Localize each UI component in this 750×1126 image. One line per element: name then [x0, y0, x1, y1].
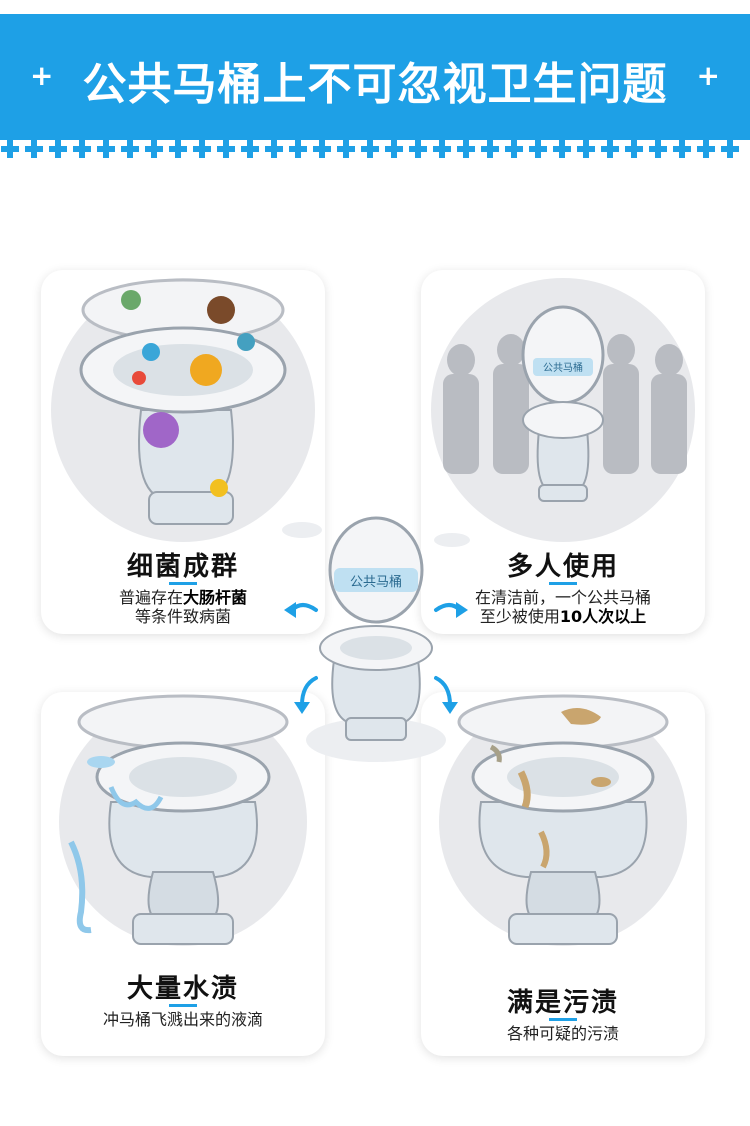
pattern-cross: [361, 140, 379, 158]
card-description: 冲马桶飞溅出来的液滴: [41, 1010, 325, 1029]
card-description: 在清洁前，一个公共马桶 至少被使用10人次以上: [421, 588, 705, 626]
pattern-cross: [529, 140, 547, 158]
card-bacteria: 细菌成群 普遍存在大肠杆菌 等条件致病菌: [41, 270, 325, 634]
card-many-users: 公共马桶 多人使用 在清洁前，一个公共马桶 至少被使用10人次以上: [421, 270, 705, 634]
pattern-cross: [193, 140, 211, 158]
arrow-left-icon: [284, 602, 296, 618]
card-water-splash: 大量水渍 冲马桶飞溅出来的液滴: [41, 692, 325, 1056]
pattern-cross: [241, 140, 259, 158]
title-underline: [549, 1018, 577, 1021]
desc-text: 冲马桶飞溅出来的液滴: [102, 1010, 263, 1029]
toilet-crowd-illustration: 公共马桶: [431, 278, 695, 542]
pattern-cross: [481, 140, 499, 158]
desc-text: 在清洁前，一个公共马桶: [474, 588, 651, 607]
title-underline: [169, 1004, 197, 1007]
arrow-down-right-icon: [442, 702, 458, 714]
card-title: 满是污渍: [506, 988, 619, 1018]
pattern-cross: [601, 140, 619, 158]
pattern-cross: [721, 140, 739, 158]
pattern-cross: [121, 140, 139, 158]
toilet-bacteria-illustration: [51, 278, 315, 542]
desc-highlight: 10人次以上: [559, 607, 647, 626]
pattern-cross: [649, 140, 667, 158]
pattern-cross: [553, 140, 571, 158]
desc-text: 普遍存在: [118, 588, 183, 607]
card-stains: 满是污渍 各种可疑的污渍: [421, 692, 705, 1056]
arrow-down-left-icon: [294, 702, 310, 714]
toilet-lid-label: 公共马桶: [543, 361, 583, 374]
pattern-cross: [409, 140, 427, 158]
card-description: 各种可疑的污渍: [421, 1024, 705, 1043]
pattern-cross: [265, 140, 283, 158]
pattern-cross: [25, 140, 43, 158]
pattern-cross: [97, 140, 115, 158]
pattern-cross: [145, 140, 163, 158]
arrow-right-icon: [456, 602, 468, 618]
header-banner: + 公共马桶上不可忽视卫生问题 +: [0, 14, 750, 132]
pattern-cross: [217, 140, 235, 158]
pattern-cross: [433, 140, 451, 158]
card-title: 大量水渍: [126, 974, 239, 1004]
pattern-cross: [505, 140, 523, 158]
card-title: 细菌成群: [126, 552, 239, 582]
desc-text: 等条件致病菌: [134, 607, 231, 626]
pattern-cross: [457, 140, 475, 158]
desc-text: 各种可疑的污渍: [506, 1024, 619, 1043]
pattern-cross: [625, 140, 643, 158]
toilet-stain-illustration: [439, 694, 687, 946]
card-title: 多人使用: [506, 552, 619, 582]
plus-icon: +: [696, 59, 720, 92]
pattern-cross: [49, 140, 67, 158]
desc-text: 至少被使用: [479, 607, 560, 626]
center-toilet-illustration: 公共马桶: [282, 516, 470, 762]
pattern-cross: [697, 140, 715, 158]
pattern-cross: [673, 140, 691, 158]
pattern-cross: [169, 140, 187, 158]
toilet-water-illustration: [59, 694, 307, 946]
plus-icon: +: [30, 59, 54, 92]
title-underline: [169, 582, 197, 585]
pattern-cross: [337, 140, 355, 158]
pattern-cross: [289, 140, 307, 158]
decorative-border-pattern: [0, 126, 750, 158]
pattern-cross: [577, 140, 595, 158]
card-description: 普遍存在大肠杆菌 等条件致病菌: [41, 588, 325, 626]
pattern-cross: [313, 140, 331, 158]
title-underline: [549, 582, 577, 585]
toilet-lid-label: 公共马桶: [350, 575, 402, 590]
pattern-cross: [385, 140, 403, 158]
page-title: 公共马桶上不可忽视卫生问题: [82, 59, 668, 110]
pattern-cross: [1, 140, 19, 158]
pattern-cross: [73, 140, 91, 158]
desc-highlight: 大肠杆菌: [183, 588, 248, 607]
